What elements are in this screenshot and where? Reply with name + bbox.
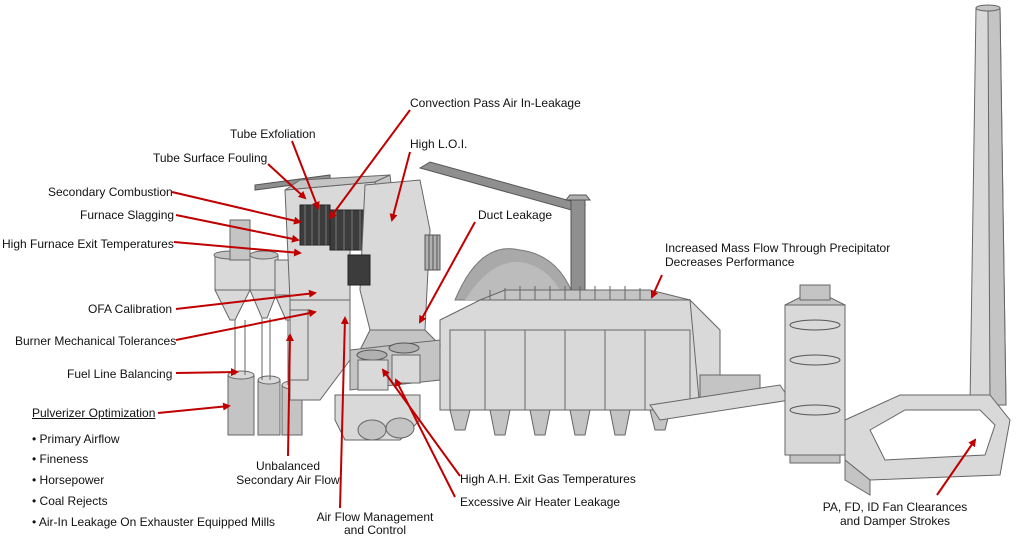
precipitator xyxy=(439,286,761,436)
pulverizers xyxy=(227,318,303,436)
annotation-arrows xyxy=(157,109,977,509)
label-burner-tolerances: Burner Mechanical Tolerances xyxy=(15,334,177,348)
label-fuel-line-balancing: Fuel Line Balancing xyxy=(67,367,173,381)
label-fan-line1: PA, FD, ID Fan Clearances xyxy=(822,500,968,514)
label-ah-exit-gas: High A.H. Exit Gas Temperatures xyxy=(460,472,636,486)
label-furnace-slagging: Furnace Slagging xyxy=(80,208,175,222)
pulverizer-item: • Horsepower xyxy=(32,473,105,487)
label-secondary-combustion: Secondary Combustion xyxy=(48,185,173,199)
label-unbalanced-line1: Unbalanced xyxy=(255,459,321,473)
label-ofa-calibration: OFA Calibration xyxy=(88,302,173,316)
label-convection-pass: Convection Pass Air In-Leakage xyxy=(410,96,581,110)
coal-silos xyxy=(213,174,331,321)
pulverizer-item: • Fineness xyxy=(32,452,89,466)
scrubber xyxy=(784,284,846,464)
label-fan-line2: and Damper Strokes xyxy=(839,514,951,528)
chimney-stack xyxy=(969,4,1007,406)
label-duct-leakage: Duct Leakage xyxy=(478,208,553,222)
label-high-furnace-exit: High Furnace Exit Temperatures xyxy=(2,237,174,251)
label-unbalanced-line2: Secondary Air Flow xyxy=(236,473,340,487)
air-heaters xyxy=(334,339,441,441)
label-air-heater-leakage: Excessive Air Heater Leakage xyxy=(460,495,621,509)
pulverizer-item: • Primary Airflow xyxy=(32,432,120,446)
label-precipitator-line1: Increased Mass Flow Through Precipitator xyxy=(665,241,891,255)
label-tube-surface-fouling: Tube Surface Fouling xyxy=(153,151,268,165)
label-tube-exfoliation: Tube Exfoliation xyxy=(230,127,316,141)
label-air-flow-line2: and Control xyxy=(343,523,407,537)
label-air-flow-line1: Air Flow Management xyxy=(316,510,434,524)
label-precipitator-line2: Decreases Performance xyxy=(665,255,795,269)
pulverizer-item: • Air-In Leakage On Exhauster Equipped M… xyxy=(32,515,275,529)
stack-ducts xyxy=(844,394,1011,496)
label-high-loi: High L.O.I. xyxy=(410,137,468,151)
coal-conveyor xyxy=(418,161,592,301)
pulverizer-item: • Coal Rejects xyxy=(32,494,108,508)
label-pulverizer-optimization: Pulverizer Optimization xyxy=(32,406,156,420)
